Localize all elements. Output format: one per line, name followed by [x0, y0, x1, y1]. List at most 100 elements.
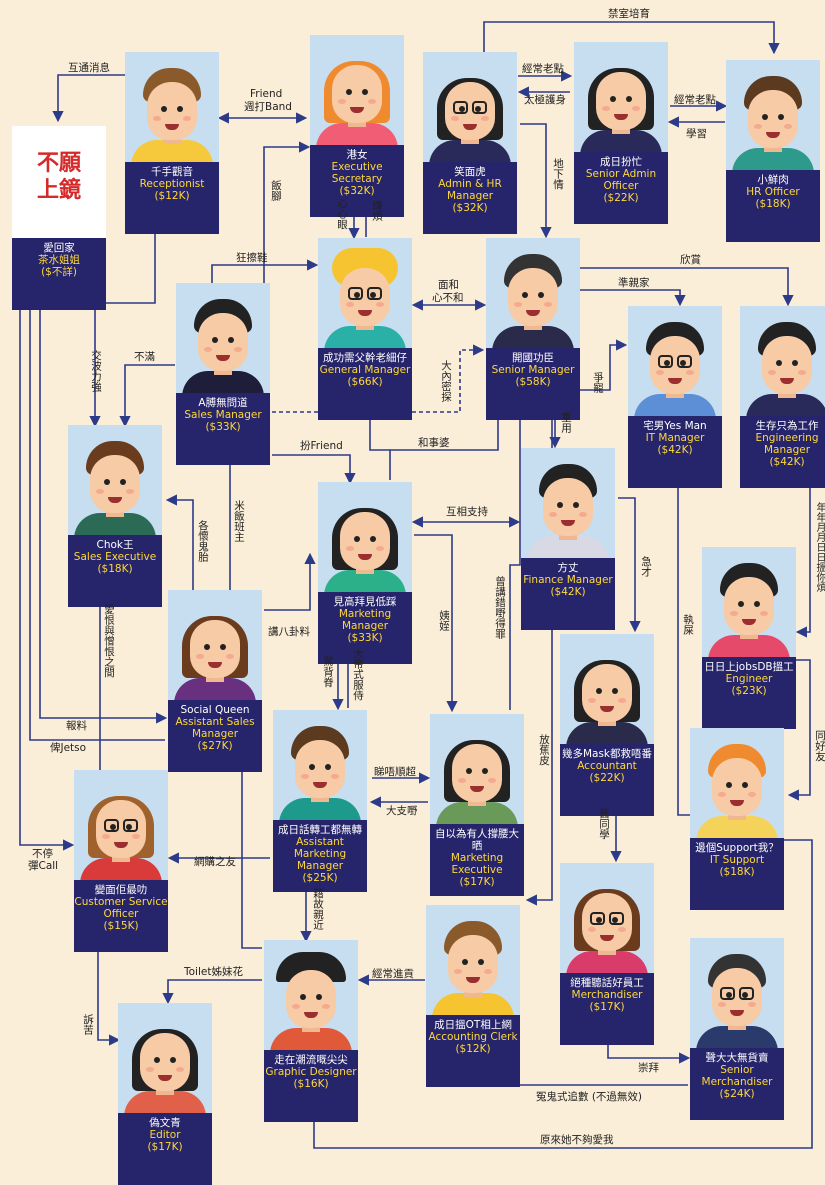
- person-nickname: 日日上jobsDB搵工: [704, 661, 794, 673]
- relation-label: 太極護身: [524, 94, 566, 106]
- person-role: Merchandiser: [571, 989, 643, 1001]
- person-nickname: 愛回家: [43, 242, 75, 254]
- relation-label: 俾Jetso: [50, 742, 87, 754]
- portrait-illustration: [68, 425, 162, 537]
- person-role: Accountant: [577, 760, 637, 772]
- person-nickname: 見高拜見低踩: [333, 596, 397, 608]
- relation-label: 扮Friend: [300, 440, 343, 452]
- line-r09: [263, 141, 311, 283]
- person-salary: ($17K): [589, 1001, 625, 1013]
- portrait-illustration: [168, 590, 262, 702]
- person-nickname: 邊個Support我？: [695, 842, 779, 854]
- person-nickname: 千手觀音: [151, 166, 193, 178]
- person-salary: ($17K): [147, 1141, 183, 1153]
- person-salary: ($42K): [657, 444, 693, 456]
- portrait-illustration: [726, 60, 820, 172]
- portrait-illustration: [264, 940, 358, 1052]
- relation-label: Toilet姊妹花: [184, 966, 243, 978]
- person-salary: ($17K): [459, 876, 495, 888]
- portrait-illustration: [740, 306, 825, 418]
- relation-label: 舊同學: [598, 808, 610, 840]
- relation-label: 經常進貢: [372, 968, 414, 980]
- person-label: 愛回家茶水姐姐($不詳): [12, 238, 106, 310]
- relation-label: 訴苦: [82, 1014, 94, 1035]
- person-salary: ($32K): [339, 185, 375, 197]
- person-nickname: 自以為有人撐腰大晒: [435, 828, 519, 852]
- relation-label: 不滿: [134, 351, 155, 363]
- person-role: Engineering Manager: [755, 432, 819, 456]
- line-r12: [520, 123, 552, 239]
- person-label: 邊個Support我？IT Support($18K): [690, 838, 784, 910]
- person-role: Admin & HR Manager: [438, 178, 502, 202]
- person-salary: ($42K): [769, 456, 805, 468]
- person-role: Finance Manager: [523, 574, 613, 586]
- person-nickname: 小鮮肉: [757, 174, 789, 186]
- person-salary: ($25K): [302, 872, 338, 884]
- relation-label: 重用: [560, 412, 572, 433]
- relation-label: 睇唔順超: [374, 766, 416, 778]
- person-nickname: 成日扮忙: [600, 156, 642, 168]
- person-role: Receptionist: [139, 178, 205, 190]
- person-nickname: A膊無問道: [198, 397, 248, 409]
- relation-label: Friend: [250, 88, 283, 100]
- line-r50: [97, 940, 121, 1046]
- relation-label: 經常老點: [674, 94, 716, 106]
- relation-label: 交波力強: [90, 350, 102, 392]
- portrait-illustration: [702, 547, 796, 659]
- relation-label: 飯腳: [270, 180, 282, 201]
- relation-label: 面和: [438, 279, 459, 291]
- person-salary: ($42K): [550, 586, 586, 598]
- person-nickname: 走在潮流嘅尖尖: [274, 1054, 348, 1066]
- relation-label: 嫌煩: [371, 200, 383, 221]
- relation-label: 經常老點: [522, 63, 564, 75]
- relation-label: 學習: [686, 128, 707, 140]
- person-nickname: 生存只為工作: [755, 420, 819, 432]
- relation-label: 準親家: [618, 277, 650, 289]
- line-r46b: [236, 757, 262, 949]
- relation-label: 冤鬼式追數 (不過無效): [536, 1091, 643, 1103]
- relation-label: 大帝式服侍: [352, 648, 364, 701]
- relation-label: 愛恨與憎恨之間: [103, 604, 115, 678]
- line-r28: [618, 497, 641, 633]
- person-salary: ($16K): [293, 1078, 329, 1090]
- line-r30: [795, 478, 811, 638]
- portrait-illustration: [310, 35, 404, 147]
- person-salary: ($18K): [97, 563, 133, 575]
- person-salary: ($18K): [719, 866, 755, 878]
- person-salary: ($33K): [205, 421, 241, 433]
- relation-label: 地下情: [552, 158, 564, 190]
- person-nickname: 聲大大無貨賣: [705, 1052, 769, 1064]
- person-salary: ($12K): [455, 1043, 491, 1055]
- line-r16: [580, 267, 794, 307]
- person-salary: ($12K): [154, 190, 190, 202]
- person-card-it-support: 邊個Support我？IT Support($18K): [690, 728, 784, 910]
- person-role: Accounting Clerk: [428, 1031, 518, 1043]
- no-show-text-1: 不願: [36, 151, 81, 176]
- portrait-illustration: [574, 42, 668, 154]
- relation-label: 姨姪: [438, 610, 450, 631]
- person-role: 茶水姐姐: [38, 254, 80, 266]
- relation-label: 曾講錯嘢得罪: [494, 576, 506, 639]
- person-salary: ($22K): [589, 772, 625, 784]
